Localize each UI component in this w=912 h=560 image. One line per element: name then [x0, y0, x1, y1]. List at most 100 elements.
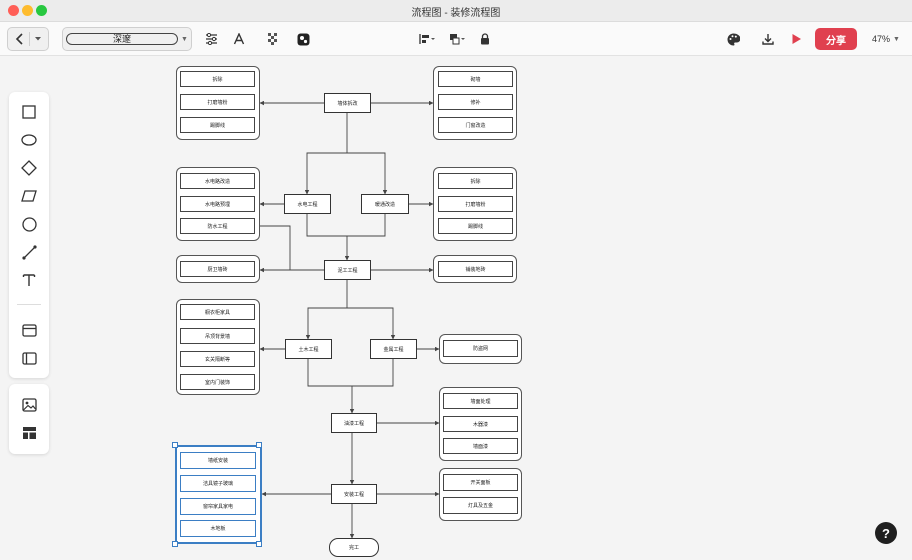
node-tile[interactable]: 泥工工程	[324, 260, 371, 280]
help-button[interactable]: ?	[875, 522, 897, 544]
node-hvac[interactable]: 暖通改造	[361, 194, 409, 214]
lock-icon	[481, 33, 489, 45]
theme-button[interactable]	[724, 27, 742, 51]
align-icon	[419, 34, 435, 44]
node-wood-left-0[interactable]: 橱衣柜家具	[180, 304, 255, 320]
swimlane-icon	[21, 351, 37, 365]
connectors	[255, 100, 440, 539]
node-hvac-right-1[interactable]: 打磨墙粉	[438, 196, 513, 212]
rectangle-tool[interactable]	[17, 100, 41, 124]
node-install[interactable]: 安装工程	[331, 484, 377, 504]
node-paint-right-1[interactable]: 木器漆	[443, 416, 518, 432]
node-water-left-0[interactable]: 水电路改造	[180, 173, 255, 189]
back-button[interactable]	[7, 27, 49, 51]
chevron-down-icon[interactable]	[34, 36, 42, 42]
node-paint-right-2[interactable]: 墙面漆	[443, 438, 518, 454]
ellipse-icon	[21, 134, 37, 146]
container-icon	[21, 323, 37, 337]
palette-divider	[17, 304, 41, 305]
resize-handle-top-left[interactable]	[172, 442, 178, 448]
shape-palette	[9, 92, 49, 378]
download-button[interactable]	[759, 27, 777, 51]
node-water-left-2[interactable]: 防水工程	[180, 218, 255, 234]
node-hvac-right-2[interactable]: 踢脚线	[438, 218, 513, 234]
node-install-left-1[interactable]: 洁具镜子玻璃	[180, 475, 256, 492]
node-install-left-0[interactable]: 墙纸安装	[180, 452, 256, 469]
line-tool[interactable]	[17, 240, 41, 264]
node-water-left-1[interactable]: 水电路预埋	[180, 196, 255, 212]
present-button[interactable]	[787, 27, 805, 51]
chevron-left-icon	[15, 33, 23, 45]
node-wood-left-3[interactable]: 室内门装饰	[180, 374, 255, 390]
container-tool[interactable]	[17, 318, 41, 342]
node-install-right-1[interactable]: 灯具及五金	[443, 497, 518, 514]
node-done[interactable]: 完工	[329, 538, 379, 557]
node-wood-left-1[interactable]: 吊顶背景墙	[180, 328, 255, 344]
download-icon	[762, 34, 774, 45]
minimize-window-button[interactable]	[22, 5, 33, 16]
node-install-left-3[interactable]: 木地板	[180, 520, 256, 537]
ellipse-tool[interactable]	[17, 128, 41, 152]
line-icon	[21, 244, 37, 260]
diagram-canvas[interactable]: 墙体拆改 拆除 打磨墙粉 踢脚线 砌墙 修补 门窗改造 水电工程 暖通改造 水电…	[0, 56, 912, 560]
close-window-button[interactable]	[8, 5, 19, 16]
style-select-value: 深邃	[66, 33, 179, 45]
node-install-right-0[interactable]: 开关面板	[443, 474, 518, 491]
text-format-icon	[233, 33, 245, 45]
style-select[interactable]: 深邃 ▼	[62, 27, 192, 51]
node-tile-right-0[interactable]: 铺装地砖	[438, 261, 513, 277]
image-tool[interactable]	[17, 393, 41, 417]
node-water[interactable]: 水电工程	[284, 194, 331, 214]
text-icon	[22, 274, 36, 286]
node-metal[interactable]: 金属工程	[370, 339, 417, 359]
node-wall-left-2[interactable]: 踢脚线	[180, 117, 255, 133]
layer-icon	[450, 34, 465, 45]
swimlane-tool[interactable]	[17, 346, 41, 370]
node-paint-right-0[interactable]: 墙面处理	[443, 393, 518, 409]
node-wood[interactable]: 土木工程	[285, 339, 332, 359]
zoom-level: 47%	[872, 34, 891, 44]
window-title: 流程图 - 装修流程图	[411, 8, 501, 19]
node-tile-left-0[interactable]: 厨卫墙砖	[180, 261, 255, 277]
sliders-icon	[205, 33, 217, 45]
chevron-down-icon: ▼	[893, 35, 900, 43]
toolbar: 深邃 ▼ 分享 47% ▼	[0, 22, 912, 56]
node-wood-left-2[interactable]: 玄关隔断等	[180, 351, 255, 367]
cube-icon	[297, 33, 309, 45]
chevron-down-icon: ▼	[181, 35, 188, 43]
resize-handle-top-right[interactable]	[256, 442, 262, 448]
parallelogram-tool[interactable]	[17, 184, 41, 208]
zoom-control[interactable]: 47% ▼	[866, 27, 906, 51]
text-tool[interactable]	[17, 268, 41, 292]
node-install-left-2[interactable]: 窗帘家具家电	[180, 498, 256, 515]
circle-tool[interactable]	[17, 212, 41, 236]
node-wall-right-0[interactable]: 砌墙	[438, 71, 513, 87]
node-wall-left-1[interactable]: 打磨墙粉	[180, 94, 255, 110]
node-wall-right-1[interactable]: 修补	[438, 94, 513, 110]
resize-handle-bottom-right[interactable]	[256, 541, 262, 547]
lock-button[interactable]	[476, 27, 494, 51]
format-panel-button[interactable]	[202, 27, 220, 51]
help-icon: ?	[882, 525, 890, 541]
image-icon	[21, 398, 37, 412]
node-wall[interactable]: 墙体拆改	[324, 93, 371, 113]
connector-layer	[255, 100, 440, 539]
template-tool[interactable]	[17, 421, 41, 445]
resize-handle-bottom-left[interactable]	[172, 541, 178, 547]
zoom-window-button[interactable]	[36, 5, 47, 16]
present-icon	[792, 34, 801, 44]
node-paint[interactable]: 油漆工程	[331, 413, 377, 433]
pattern-icon	[267, 33, 277, 45]
align-button[interactable]	[418, 27, 436, 51]
node-wall-right-2[interactable]: 门窗改造	[438, 117, 513, 133]
title-bar: 流程图 - 装修流程图	[0, 0, 912, 22]
diamond-tool[interactable]	[17, 156, 41, 180]
node-hvac-right-0[interactable]: 拆除	[438, 173, 513, 189]
node-wall-left-0[interactable]: 拆除	[180, 71, 255, 87]
node-metal-right-0[interactable]: 防盗网	[443, 340, 518, 357]
layer-button[interactable]	[448, 27, 466, 51]
fill-pattern-button[interactable]	[264, 27, 282, 51]
share-button[interactable]: 分享	[815, 28, 857, 50]
3d-style-button[interactable]	[294, 27, 312, 51]
text-format-button[interactable]	[230, 27, 248, 51]
